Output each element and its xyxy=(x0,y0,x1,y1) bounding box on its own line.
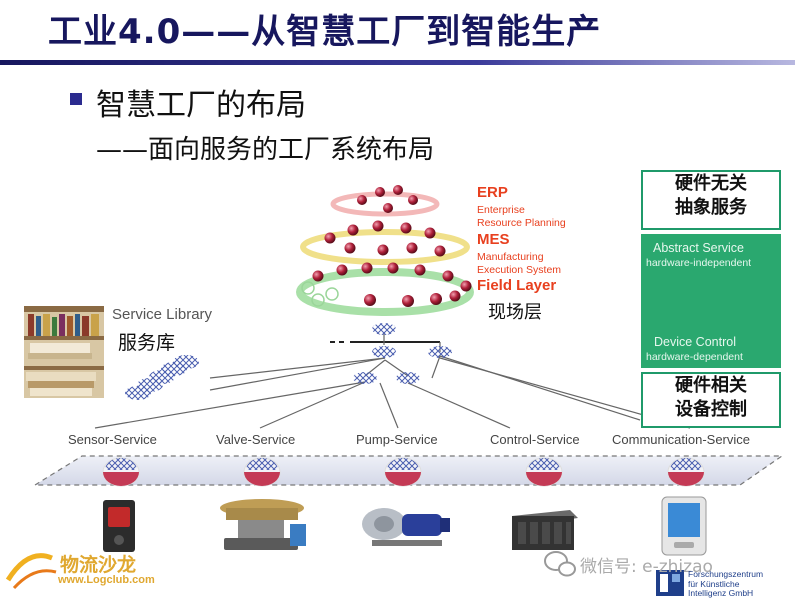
bookshelf-image xyxy=(24,306,104,398)
node-ball xyxy=(324,232,336,244)
node-ball xyxy=(387,262,399,274)
field-layer-label: Field Layer xyxy=(477,277,557,294)
section-heading: 智慧工厂的布局 xyxy=(96,88,306,123)
hardware-dependent-label: hardware-dependent xyxy=(646,351,743,363)
bullet-square-icon xyxy=(70,93,82,105)
sensor-device-image xyxy=(103,500,135,552)
dfki-credit: Forschungszentrum für Künstliche Intelli… xyxy=(688,569,764,599)
wechat-id-watermark: 微信号: e-zhizao xyxy=(580,557,713,577)
hardware-dependent-line1: 硬件相关 xyxy=(675,375,747,396)
device-control-label: Device Control xyxy=(654,335,736,349)
dfki-line1: Forschungszentrum xyxy=(688,569,764,579)
field-layer-zh-label: 现场层 xyxy=(488,302,542,323)
erp-ring xyxy=(330,191,440,217)
node-ball xyxy=(357,195,367,205)
hardware-independent-label: hardware-independent xyxy=(646,257,752,269)
valve-service-label: Valve-Service xyxy=(216,432,296,447)
node-ball xyxy=(377,244,389,256)
pyramid xyxy=(296,185,474,316)
node-ball xyxy=(408,195,418,205)
node-ball xyxy=(383,203,393,213)
dfki-line2: für Künstliche xyxy=(688,578,740,589)
node-ball xyxy=(393,185,403,195)
title-underline xyxy=(0,60,795,65)
control-service-label: Control-Service xyxy=(490,432,580,447)
service-library-label: Service Library xyxy=(112,306,213,323)
erp-label: ERP xyxy=(477,184,508,201)
node-ball xyxy=(442,270,454,282)
dfki-logo-icon xyxy=(656,570,684,596)
erp-sub1-label: Enterprise xyxy=(477,204,525,216)
node-ball xyxy=(361,262,373,274)
service-library-mesh xyxy=(125,355,199,400)
node-ball xyxy=(430,293,442,305)
logclub-logo-text: 物流沙龙 xyxy=(60,554,137,576)
slide-title: 工业4.0——从智慧工厂到智能生产 xyxy=(48,12,602,52)
abstract-service-label: Abstract Service xyxy=(653,241,745,255)
hardware-dependent-box: 硬件相关 设备控制 xyxy=(641,372,781,428)
erp-sub2-label: Resource Planning xyxy=(477,217,566,229)
pump-device-image xyxy=(362,508,450,546)
pump-service-label: Pump-Service xyxy=(356,432,438,447)
node-ball xyxy=(424,227,436,239)
sensor-service-label: Sensor-Service xyxy=(68,432,157,447)
mes-sub1-label: Manufacturing xyxy=(477,251,544,263)
node-ball xyxy=(344,242,356,254)
hardware-independent-line2: 抽象服务 xyxy=(675,197,747,218)
field-ring xyxy=(296,268,474,316)
wechat-icon xyxy=(544,551,576,577)
network-links xyxy=(94,332,691,429)
valve-device-image xyxy=(220,499,306,550)
node-ball xyxy=(400,222,412,234)
hollow-node xyxy=(311,293,325,307)
mes-ring xyxy=(300,229,470,265)
network-nodes xyxy=(353,323,452,384)
node-ball xyxy=(460,280,472,292)
mes-sub2-label: Execution System xyxy=(477,264,562,276)
node-ball xyxy=(402,295,414,307)
node-ball xyxy=(434,245,446,257)
hollow-node xyxy=(301,281,315,295)
hardware-independent-box: 硬件无关 抽象服务 xyxy=(641,170,781,230)
node-ball xyxy=(372,220,384,232)
service-capsules xyxy=(102,457,705,487)
hardware-dependent-line2: 设备控制 xyxy=(675,399,747,420)
logclub-logo-icon xyxy=(5,553,57,590)
hollow-node xyxy=(325,287,339,301)
node-ball xyxy=(449,290,461,302)
node-ball xyxy=(312,270,324,282)
dfki-line3: Intelligenz GmbH xyxy=(688,588,754,598)
communication-service-label: Communication-Service xyxy=(612,432,750,447)
section-subheading: ——面向服务的工厂系统布局 xyxy=(96,135,435,165)
node-ball xyxy=(336,264,348,276)
service-abstraction-panel xyxy=(641,234,781,368)
node-ball xyxy=(406,242,418,254)
logclub-url: www.Logclub.com xyxy=(58,574,155,586)
node-ball xyxy=(364,294,376,306)
node-ball xyxy=(347,224,359,236)
node-ball xyxy=(375,187,385,197)
service-library-zh-label: 服务库 xyxy=(118,332,176,354)
hardware-independent-line1: 硬件无关 xyxy=(675,173,747,194)
node-ball xyxy=(414,264,426,276)
controller-device-image xyxy=(512,510,578,550)
mes-label: MES xyxy=(477,231,510,248)
communication-device-image xyxy=(661,496,707,556)
